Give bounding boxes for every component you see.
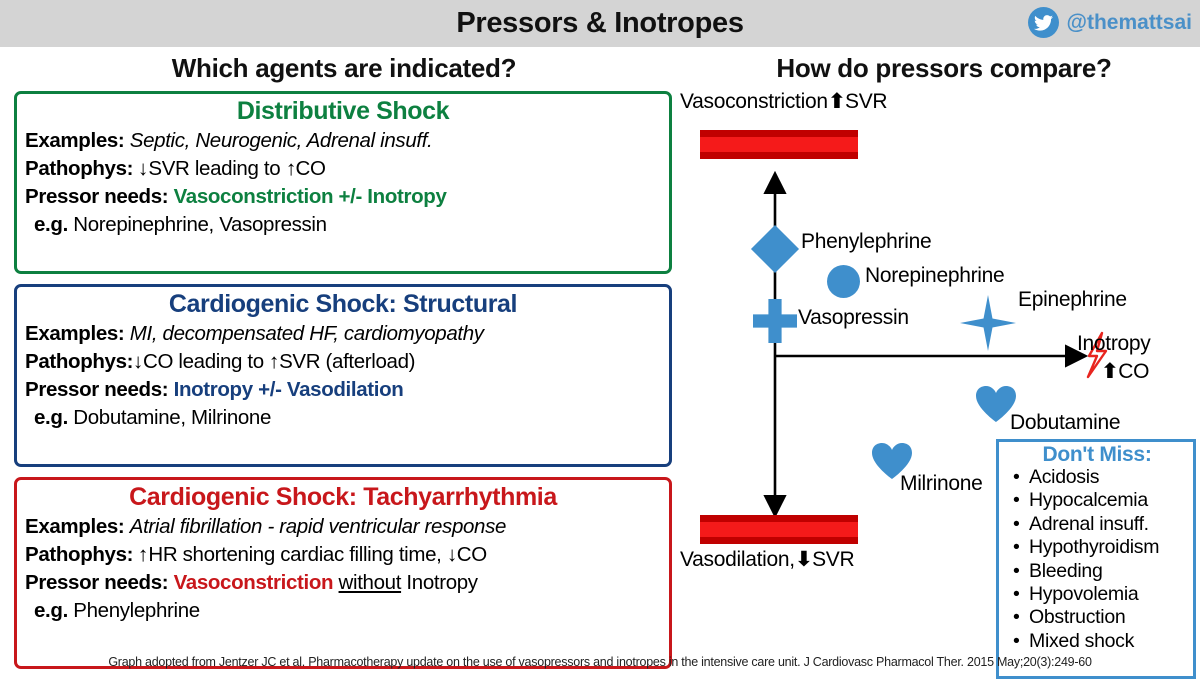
dont-miss-title: Don't Miss:	[1042, 443, 1152, 466]
pathophys-post: SVR (afterload)	[279, 350, 416, 374]
shock-card-title: Cardiogenic Shock: Tachyarrhythmia	[129, 483, 557, 511]
dont-miss-item: Hypovolemia	[1007, 583, 1187, 606]
eg-value: Norepinephrine, Vasopressin	[73, 213, 327, 237]
eg-value: Phenylephrine	[73, 599, 200, 623]
examples-label: Examples:	[25, 322, 125, 345]
twitter-attribution[interactable]: @themattsai	[1028, 7, 1192, 38]
dont-miss-item: Hypocalcemia	[1007, 489, 1187, 512]
pressor-needs-row: Pressor needs: Vasoconstriction without …	[25, 569, 661, 597]
citation-footer: Graph adopted from Jentzer JC et al. Pha…	[0, 649, 1200, 675]
top-axis-label-pre: Vasoconstriction	[680, 90, 828, 113]
up-arrow-icon: ⬆	[827, 90, 846, 113]
bottom-axis-label-post: SVR	[812, 548, 855, 571]
pathophys-label: Pathophys:	[25, 350, 134, 374]
page-title: Pressors & Inotropes	[456, 7, 744, 39]
pressor-needs-label: Pressor needs	[25, 571, 162, 595]
pressor-needs-value: Vasoconstriction +/- Inotropy	[173, 185, 447, 209]
dont-miss-item: Bleeding	[1007, 560, 1187, 583]
pressor-needs-label: Pressor needs:	[25, 378, 169, 402]
bottom-axis-label-pre: Vasodilation,	[680, 548, 795, 571]
x-axis-label-co-text: CO	[1118, 360, 1150, 383]
pressor-needs-row: Pressor needs: Vasoconstriction +/- Inot…	[25, 183, 661, 211]
shock-card-cardiogenic-tachyarrhythmia: Cardiogenic Shock: Tachyarrhythmia Examp…	[14, 477, 672, 669]
down-arrow-icon: ↓	[446, 543, 458, 567]
pathophys-post: CO	[456, 543, 487, 567]
right-column-heading: How do pressors compare?	[776, 53, 1112, 83]
top-axis-label: Vasoconstriction⬆SVR	[680, 89, 888, 114]
up-arrow-icon: ↑	[268, 350, 280, 374]
shock-card-distributive: Distributive Shock Examples: Septic, Neu…	[14, 91, 672, 274]
up-arrow-icon: ↑	[138, 543, 149, 567]
pathophys-mid: SVR leading to	[148, 157, 286, 181]
dont-miss-item: Obstruction	[1007, 606, 1187, 629]
dont-miss-item: Adrenal insuff.	[1007, 513, 1187, 536]
twitter-bird-icon	[1028, 7, 1060, 38]
pressor-needs-row: Pressor needs: Inotropy +/- Vasodilation	[25, 376, 661, 404]
down-arrow-icon: ⬇	[794, 548, 813, 571]
marker-label-epinephrine: Epinephrine	[1018, 288, 1127, 311]
eg-label: e.g.	[34, 213, 68, 237]
pathophys-row: Pathophys: ↓SVR leading to ↑CO	[25, 155, 661, 183]
eg-value: Dobutamine, Milrinone	[73, 406, 272, 430]
bottom-axis-label: Vasodilation,⬇SVR	[680, 547, 855, 572]
up-arrow-icon: ↑	[285, 157, 296, 181]
examples-row: Examples: Atrial fibrillation - rapid ve…	[25, 513, 661, 541]
examples-value: Septic, Neurogenic, Adrenal insuff.	[129, 129, 433, 152]
eg-label: e.g.	[34, 599, 68, 623]
pathophys-label: Pathophys:	[25, 543, 134, 567]
pressor-needs-value: Inotropy +/- Vasodilation	[173, 378, 404, 402]
shock-card-title: Distributive Shock	[236, 97, 450, 125]
pressor-needs-colon: :	[161, 571, 169, 595]
eg-row: e.g. Dobutamine, Milrinone	[25, 404, 661, 432]
up-arrow-icon: ⬆	[1100, 360, 1119, 383]
marker-label-phenylephrine: Phenylephrine	[801, 230, 932, 253]
right-column: How do pressors compare? Vasoconstrictio…	[680, 47, 1200, 679]
eg-row: e.g. Phenylephrine	[25, 597, 661, 625]
marker-label-milrinone: Milrinone	[900, 472, 983, 495]
shock-card-cardiogenic-structural: Cardiogenic Shock: Structural Examples: …	[14, 284, 672, 467]
examples-value: Atrial fibrillation - rapid ventricular …	[129, 515, 507, 538]
examples-label: Examples:	[25, 515, 125, 538]
twitter-handle: @themattsai	[1066, 10, 1192, 34]
marker-label-vasopressin: Vasopressin	[798, 306, 909, 329]
examples-value: MI, decompensated HF, cardiomyopathy	[129, 322, 484, 345]
left-column-heading: Which agents are indicated?	[171, 53, 517, 83]
lightning-bolt-icon	[1086, 331, 1108, 379]
pathophys-mid: HR shortening cardiac filling time,	[148, 543, 447, 567]
pressor-comparison-chart: Vasoconstriction⬆SVR Phenylephrine	[680, 81, 1200, 679]
pathophys-mid: CO leading to	[143, 350, 270, 374]
pressor-needs-label: Pressor needs:	[25, 185, 169, 209]
marker-label-norepinephrine: Norepinephrine	[865, 264, 1005, 287]
pressor-needs-qualifier: without	[338, 571, 402, 595]
pathophys-row: Pathophys: ↑HR shortening cardiac fillin…	[25, 541, 661, 569]
x-axis-label: Inotropy	[1077, 332, 1151, 355]
examples-row: Examples: Septic, Neurogenic, Adrenal in…	[25, 127, 661, 155]
dont-miss-item: Mixed shock	[1007, 630, 1187, 653]
examples-label: Examples:	[25, 129, 125, 152]
dont-miss-panel: Don't Miss: Acidosis Hypocalcemia Adrena…	[996, 439, 1196, 679]
dont-miss-item: Hypothyroidism	[1007, 536, 1187, 559]
pathophys-label: Pathophys:	[25, 157, 134, 181]
pressor-needs-value: Vasoconstriction	[173, 571, 334, 595]
eg-label: e.g.	[34, 406, 68, 430]
pressor-needs-tail: Inotropy	[406, 571, 478, 595]
top-axis-label-post: SVR	[845, 90, 888, 113]
left-column: Which agents are indicated? Distributive…	[0, 47, 688, 669]
blood-vessel-dilated-icon	[700, 515, 858, 544]
blood-vessel-constricted-icon	[700, 130, 858, 159]
pathophys-row: Pathophys:↓CO leading to ↑SVR (afterload…	[25, 348, 661, 376]
x-axis-label-co: ⬆CO	[1100, 359, 1150, 384]
down-arrow-icon: ↓	[138, 157, 149, 181]
marker-norepinephrine	[827, 265, 860, 298]
page-header: Pressors & Inotropes @themattsai	[0, 0, 1200, 47]
eg-row: e.g. Norepinephrine, Vasopressin	[25, 211, 661, 239]
dont-miss-item: Acidosis	[1007, 466, 1187, 489]
pathophys-post: CO	[295, 157, 326, 181]
citation-text: Graph adopted from Jentzer JC et al. Pha…	[108, 655, 1092, 669]
down-arrow-icon: ↓	[132, 350, 144, 374]
examples-row: Examples: MI, decompensated HF, cardiomy…	[25, 320, 661, 348]
shock-card-title: Cardiogenic Shock: Structural	[168, 290, 518, 318]
marker-label-dobutamine: Dobutamine	[1010, 411, 1121, 434]
